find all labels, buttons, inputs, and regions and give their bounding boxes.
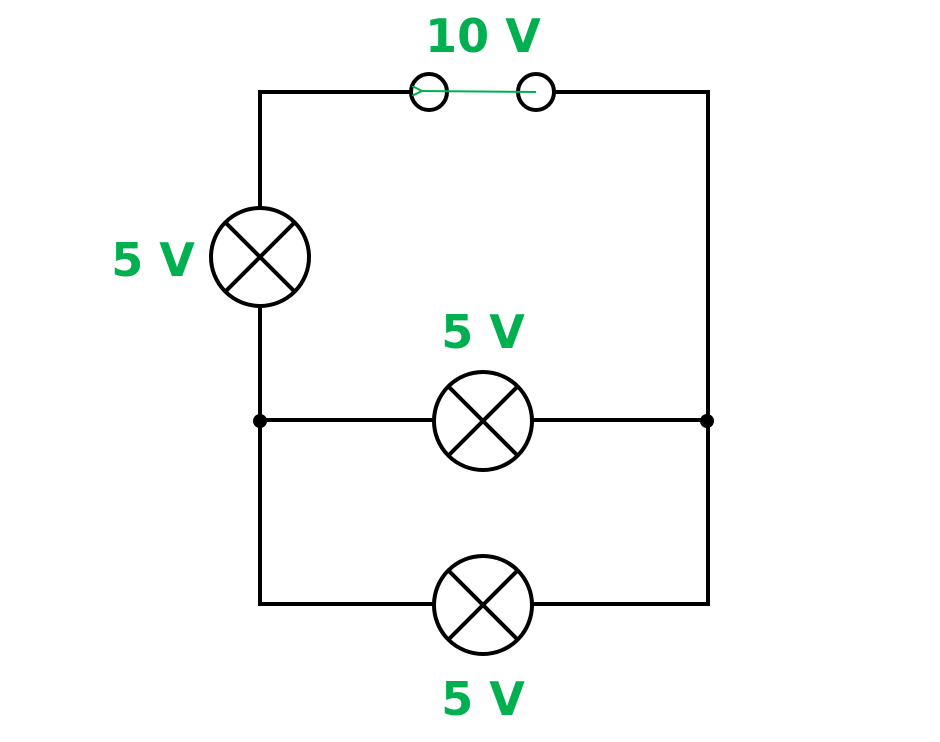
lamp-left-voltage-label: 5 V	[111, 233, 195, 287]
lamp-left-cross-b	[223, 220, 297, 294]
lamp-bottom-voltage-label: 5 V	[441, 672, 525, 726]
lamp-bottom-cross-b	[446, 568, 520, 642]
lamp-middle-voltage-label: 5 V	[441, 305, 525, 359]
lamp-bottom: 5 V	[432, 554, 534, 726]
junction-right	[700, 414, 714, 428]
junction-left	[253, 414, 267, 428]
source-voltage-label: 10 V	[425, 9, 541, 63]
lamp-middle-cross-b	[446, 384, 520, 458]
lamp-left: 5 V	[111, 206, 311, 308]
voltage-source: 10 V	[409, 9, 556, 112]
lamp-middle: 5 V	[432, 305, 534, 472]
wires	[258, 90, 710, 606]
source-arrow	[420, 91, 537, 92]
